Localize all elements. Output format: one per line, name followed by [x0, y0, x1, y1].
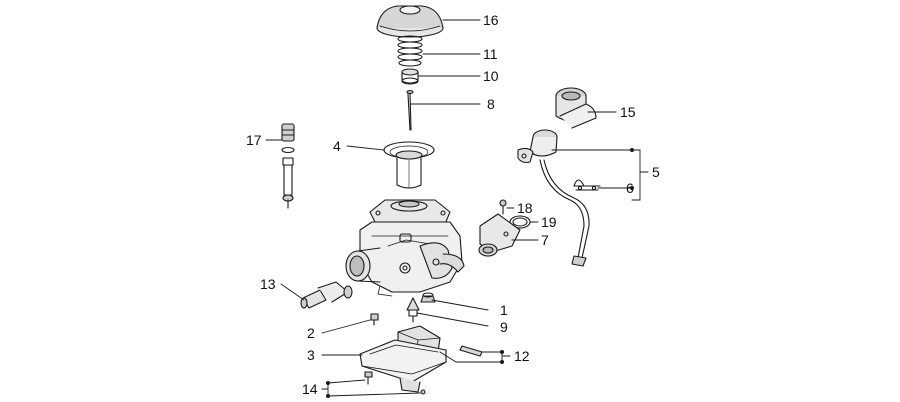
callout-2: 2: [307, 325, 315, 341]
part-1-jet: [420, 292, 436, 303]
part-11-spring: [397, 35, 423, 67]
part-16-top-cover: [376, 5, 444, 38]
callout-1: 1: [500, 302, 508, 318]
part-5-starter-housing: [517, 129, 590, 267]
callout-16: 16: [483, 12, 499, 28]
callout-10: 10: [483, 68, 499, 84]
carburetor-body: [345, 199, 465, 297]
part-18-screw: [499, 199, 507, 215]
callout-17: 17: [246, 132, 262, 148]
part-14-screws: [364, 371, 426, 395]
callout-11: 11: [483, 46, 498, 62]
callout-7: 7: [541, 232, 549, 248]
callout-19: 19: [541, 214, 557, 230]
part-6-clamp: [573, 179, 601, 191]
callout-9: 9: [500, 319, 508, 335]
callout-3: 3: [307, 347, 315, 363]
callout-12: 12: [514, 348, 530, 364]
part-8-needle: [406, 89, 414, 131]
leader-dots: [326, 148, 634, 398]
callout-15: 15: [620, 104, 636, 120]
part-7-valve: [478, 213, 521, 257]
part-4-diaphragm-slide: [383, 141, 435, 189]
callout-4: 4: [333, 138, 341, 154]
part-10-seal: [401, 68, 419, 85]
callout-6: 6: [626, 180, 634, 196]
callout-13: 13: [260, 276, 276, 292]
part-2-pilot-jet: [370, 313, 379, 326]
part-15-rubber-sleeve: [555, 87, 597, 129]
part-3-float-bowl: [359, 339, 447, 393]
part-13-elbow-fitting: [300, 281, 353, 309]
leader-lines: [265, 19, 649, 397]
callout-14: 14: [302, 381, 318, 397]
part-17-starter-assembly: [281, 123, 295, 209]
callout-5: 5: [652, 164, 660, 180]
callout-18: 18: [517, 200, 533, 216]
part-9-needle-jet: [406, 297, 420, 323]
callout-8: 8: [487, 96, 495, 112]
